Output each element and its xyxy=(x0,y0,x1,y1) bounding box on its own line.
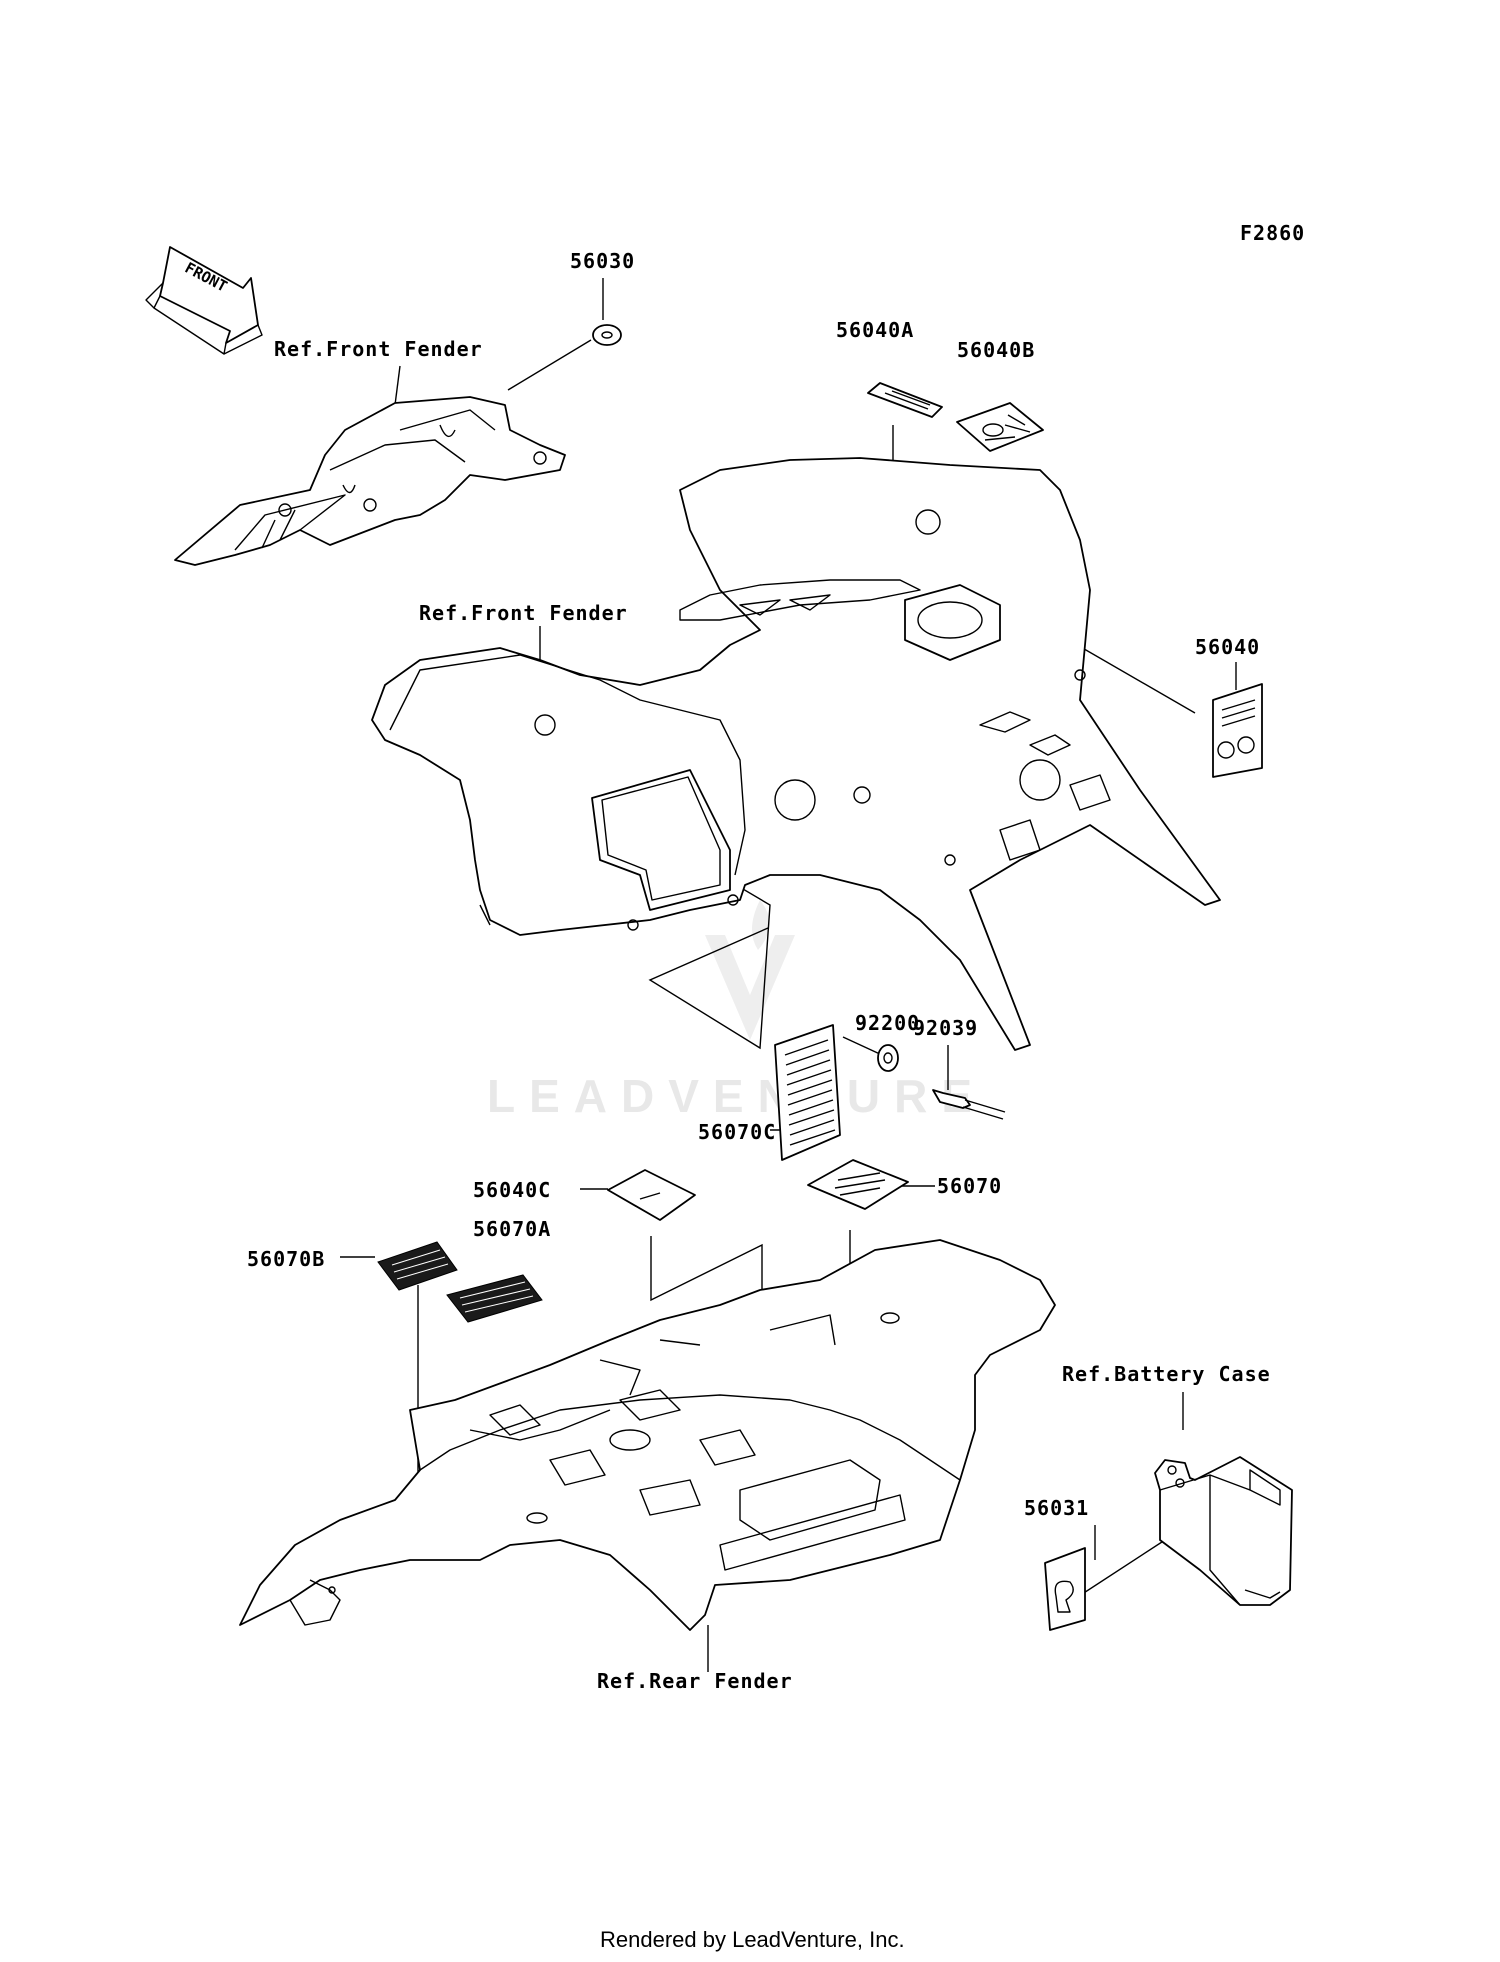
callout-56040a: 56040A xyxy=(836,318,914,342)
ref-front-fender-main: Ref.Front Fender xyxy=(419,601,628,625)
washer-56030-icon xyxy=(592,324,622,346)
label-56031-icon xyxy=(1044,1547,1086,1631)
front-fender-top xyxy=(174,396,566,566)
label-56040c-icon xyxy=(607,1169,696,1221)
pin-92039-icon xyxy=(932,1089,1006,1120)
label-56040a-icon xyxy=(867,382,943,418)
washer-92200-icon xyxy=(877,1044,899,1072)
label-56070c-icon xyxy=(774,1024,841,1161)
callout-56031: 56031 xyxy=(1024,1496,1089,1520)
callout-56070c: 56070C xyxy=(698,1120,776,1144)
callout-56040b: 56040B xyxy=(957,338,1035,362)
callout-92200: 92200 xyxy=(855,1011,920,1035)
callout-56070b: 56070B xyxy=(247,1247,325,1271)
callout-56030: 56030 xyxy=(570,249,635,273)
footer-credit: Rendered by LeadVenture, Inc. xyxy=(600,1927,905,1952)
callout-92039: 92039 xyxy=(913,1016,978,1040)
label-56070-icon xyxy=(807,1159,909,1210)
front-arrow-icon: FRONT xyxy=(145,246,263,355)
label-56040-icon xyxy=(1212,683,1263,778)
ref-battery-case: Ref.Battery Case xyxy=(1062,1362,1271,1386)
figure-code: F2860 xyxy=(1240,221,1305,245)
watermark: LEADVENTURE xyxy=(487,900,986,1122)
label-56040b-icon xyxy=(956,402,1044,452)
rear-fender xyxy=(239,1239,1056,1631)
front-fender-main xyxy=(371,457,1221,1051)
callout-56070a: 56070A xyxy=(473,1217,551,1241)
ref-front-fender-top: Ref.Front Fender xyxy=(274,337,483,361)
label-56070b-icon xyxy=(377,1241,458,1291)
callout-56070: 56070 xyxy=(937,1174,1002,1198)
battery-case xyxy=(1154,1456,1293,1606)
label-56070a-icon xyxy=(446,1274,543,1323)
watermark-text: LEADVENTURE xyxy=(487,1070,986,1122)
callout-56040c: 56040C xyxy=(473,1178,551,1202)
ref-rear-fender: Ref.Rear Fender xyxy=(597,1669,793,1693)
callout-56040: 56040 xyxy=(1195,635,1260,659)
